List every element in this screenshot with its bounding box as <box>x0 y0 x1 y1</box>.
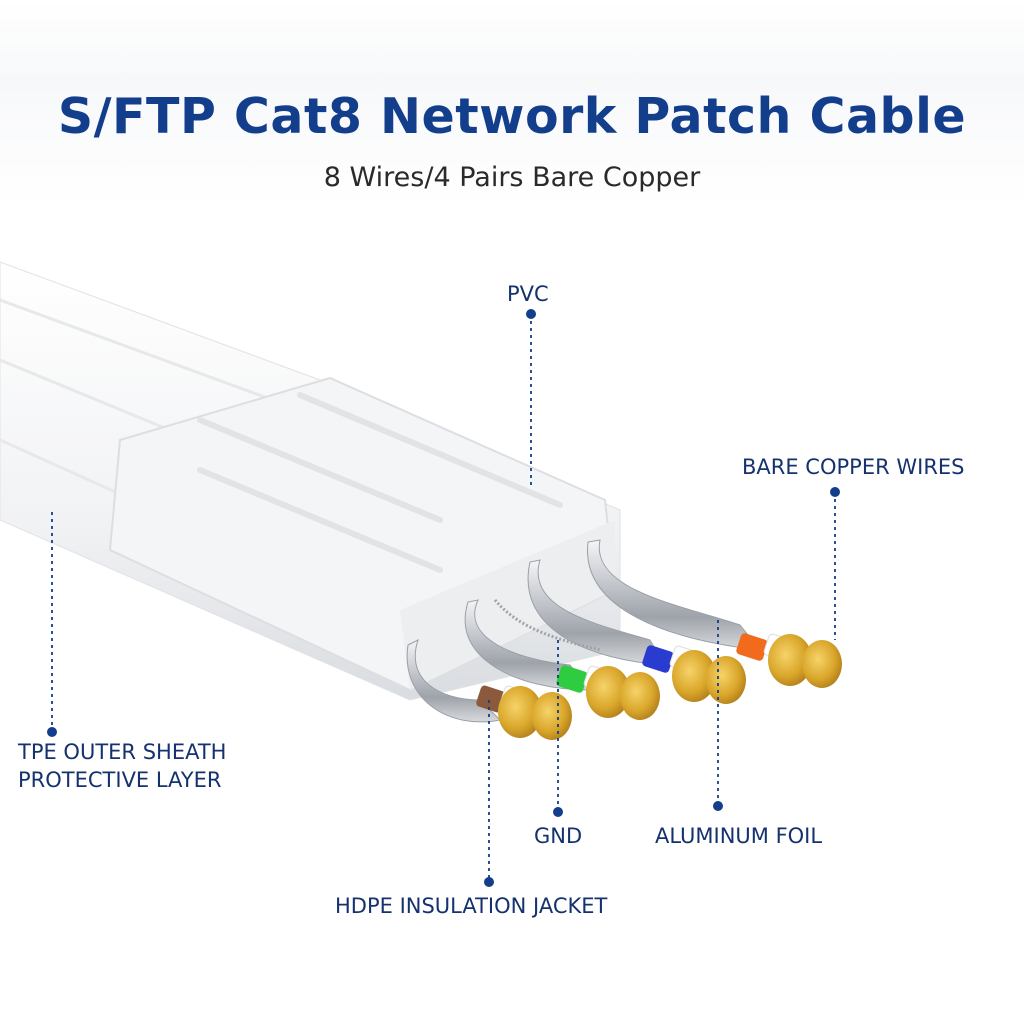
gnd-wire <box>493 599 601 652</box>
label-bare-copper-wires: BARE COPPER WIRES <box>742 455 965 479</box>
bare-copper-ends <box>498 634 842 740</box>
leader-dots <box>47 309 840 887</box>
label-tpe-line-2: PROTECTIVE LAYER <box>18 768 222 792</box>
leader-lines <box>51 314 836 880</box>
dot-aluminum <box>713 801 723 811</box>
label-hdpe-insulation-jacket: HDPE INSULATION JACKET <box>335 894 608 918</box>
page-subtitle: 8 Wires/4 Pairs Bare Copper <box>323 162 701 193</box>
label-tpe-outer-sheath: TPE OUTER SHEATH PROTECTIVE LAYER <box>18 738 226 794</box>
label-aluminum-foil: ALUMINUM FOIL <box>655 824 823 848</box>
dot-gnd <box>553 807 563 817</box>
dot-bare-copper <box>830 487 840 497</box>
dot-hdpe <box>484 877 494 887</box>
page-title: S/FTP Cat8 Network Patch Cable <box>57 88 967 145</box>
dot-tpe <box>47 727 57 737</box>
label-pvc: PVC <box>507 282 549 306</box>
label-tpe-line-1: TPE OUTER SHEATH <box>18 740 227 764</box>
dot-pvc <box>526 309 536 319</box>
label-gnd: GND <box>534 824 583 848</box>
header-background <box>0 0 1024 205</box>
pvc-end-block <box>108 376 617 692</box>
